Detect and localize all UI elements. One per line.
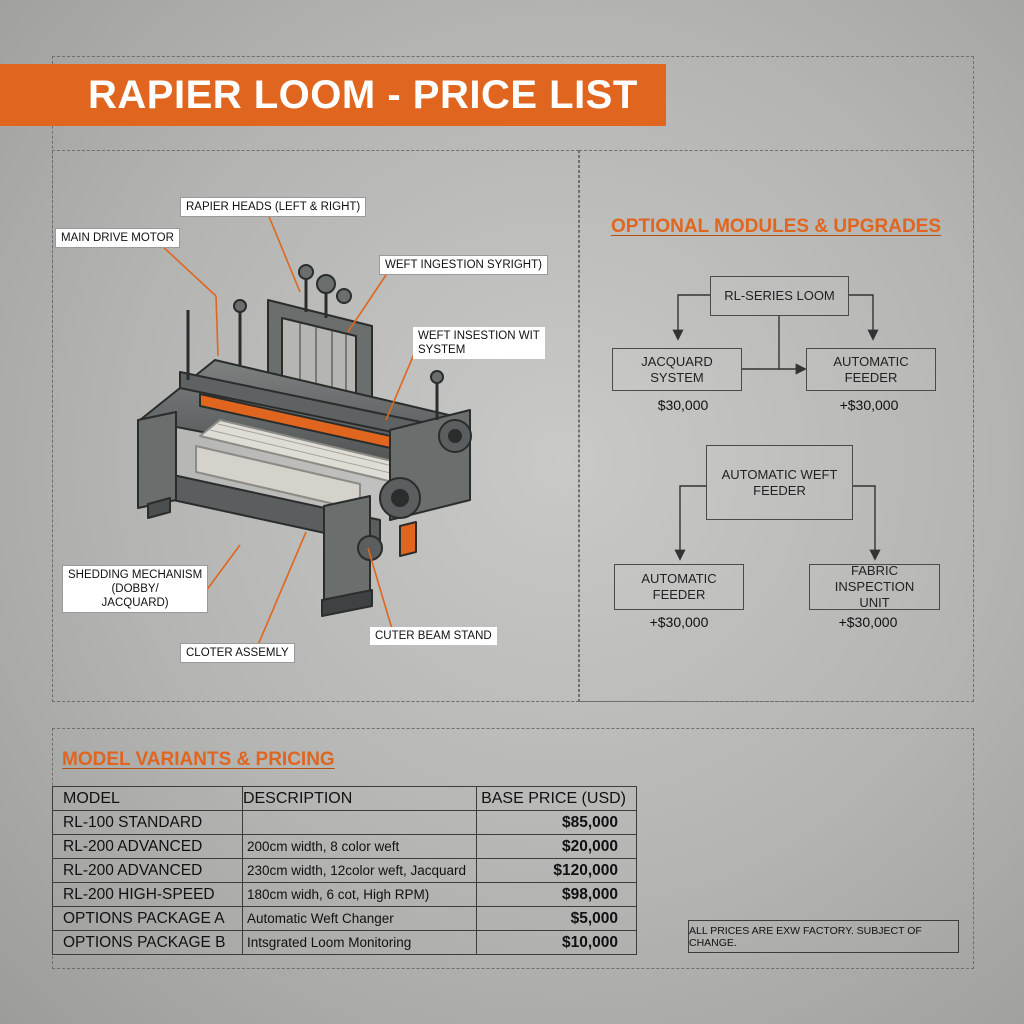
table-row: RL-200 ADVANCED 230cm width, 12color wef… [52,858,637,883]
cell-description: 200cm width, 8 color weft [241,834,478,859]
module-automatic-feeder-2-price: +$30,000 [649,614,709,630]
cell-description: Automatic Weft Changer [241,906,478,931]
callout-rapier-heads: RAPIER HEADS (LEFT & RIGHT) [180,197,367,217]
table-row: RL-200 ADVANCED 200cm width, 8 color wef… [52,834,637,859]
callout-weft-insertion: WEFT INSESTION WIT SYSTEM [413,327,545,359]
module-automatic-feeder-1-price: +$30,000 [839,397,899,413]
cell-model: OPTIONS PACKAGE A [52,906,243,931]
table-row: RL-200 HIGH-SPEED 180cm widh, 6 cot, Hig… [52,882,637,907]
modules-panel [579,150,974,702]
module-automatic-weft-feeder: AUTOMATIC WEFT FEEDER [706,445,853,520]
cell-description: Intsgrated Loom Monitoring [241,930,478,955]
module-rl-series-loom: RL-SERIES LOOM [710,276,849,316]
callout-weft-ingestion: WEFT INGESTION SYRIGHT) [379,255,548,275]
cell-price: $85,000 [476,810,637,835]
cell-price: $20,000 [476,834,637,859]
table-row: OPTIONS PACKAGE A Automatic Weft Changer… [52,906,637,931]
table-row: RL-100 STANDARD $85,000 [52,810,637,835]
cell-price: $120,000 [476,858,637,883]
module-jacquard-system: JACQUARD SYSTEM [612,348,742,391]
cell-model: RL-200 ADVANCED [52,858,243,883]
table-row: OPTIONS PACKAGE B Intsgrated Loom Monito… [52,930,637,955]
callout-cloth-beam-stand: CUTER BEAM STAND [370,627,497,645]
module-jacquard-price: $30,000 [657,397,709,413]
cell-model: RL-200 HIGH-SPEED [52,882,243,907]
col-header-model: MODEL [52,786,243,811]
cell-price: $98,000 [476,882,637,907]
module-fabric-inspection-unit: FABRIC INSPECTION UNIT [809,563,940,610]
callout-cloth-assembly: CLOTER ASSEMLY [180,643,295,663]
cell-model: RL-200 ADVANCED [52,834,243,859]
cell-price: $5,000 [476,906,637,931]
table-header-row: MODEL DESCRIPTION BASE PRICE (USD) [52,786,637,811]
variants-heading: MODEL VARIANTS & PRICING [62,749,335,770]
cell-description: 230cm width, 12color weft, Jacquard [241,858,478,883]
callout-shedding-mechanism: SHEDDING MECHANISM (DOBBY/ JACQUARD) [62,565,209,613]
price-footnote: ALL PRICES ARE EXW FACTORY. SUBJECT OF C… [688,920,959,953]
modules-heading: OPTIONAL MODULES & UPGRADES [611,216,942,237]
callout-main-drive-motor: MAIN DRIVE MOTOR [55,228,180,248]
col-header-price: BASE PRICE (USD) [476,786,637,811]
cell-description [241,810,478,835]
module-automatic-feeder-1: AUTOMATIC FEEDER [806,348,936,391]
page-title: RAPIER LOOM - PRICE LIST [0,64,666,126]
cell-model: OPTIONS PACKAGE B [52,930,243,955]
module-fabric-inspection-price: +$30,000 [838,614,898,630]
cell-price: $10,000 [476,930,637,955]
callout-leaders [159,213,421,646]
price-table: MODEL DESCRIPTION BASE PRICE (USD) RL-10… [52,786,637,955]
module-automatic-feeder-2: AUTOMATIC FEEDER [614,564,744,610]
diagram-panel [52,150,579,702]
cell-description: 180cm widh, 6 cot, High RPM) [241,882,478,907]
loom-machine [137,264,472,617]
col-header-description: DESCRIPTION [241,786,478,811]
cell-model: RL-100 STANDARD [52,810,243,835]
